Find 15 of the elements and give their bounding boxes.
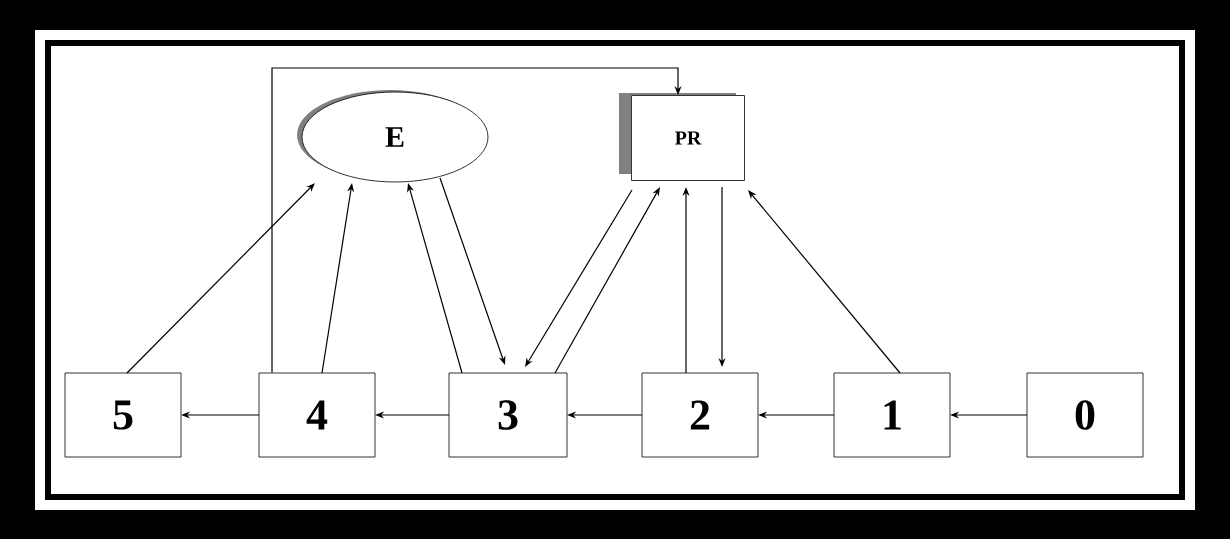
process-box: 3: [448, 372, 568, 458]
ellipse-node: E: [297, 90, 489, 183]
arrow: [126, 183, 315, 374]
process-box: 0: [1026, 372, 1144, 458]
process-box: 5: [64, 372, 182, 458]
process-box: 2: [641, 372, 759, 458]
node-label: E: [385, 127, 404, 147]
arrow: [271, 67, 682, 374]
arrow: [525, 189, 633, 367]
arrow: [554, 187, 660, 374]
process-box: PR: [619, 93, 745, 181]
arrow: [748, 190, 901, 374]
process-box: 4: [258, 372, 376, 458]
arrow: [439, 177, 506, 365]
process-box: 1: [833, 372, 951, 458]
